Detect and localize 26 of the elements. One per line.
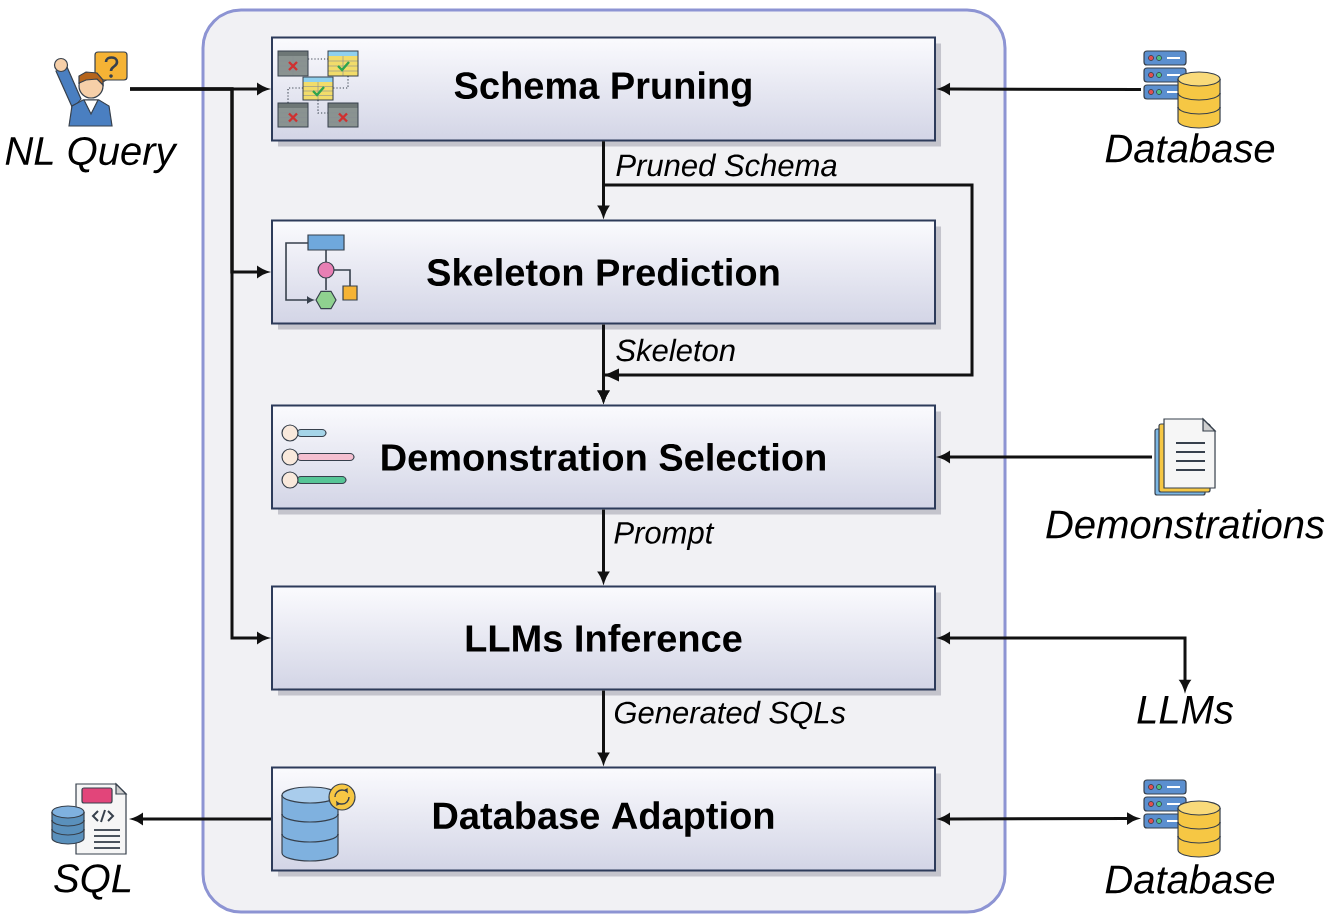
- process-box: Skeleton Prediction: [271, 219, 941, 330]
- arrow: [939, 83, 1141, 95]
- node-label: NL Query: [5, 136, 178, 174]
- process-box: Schema Pruning: [271, 36, 941, 147]
- process-box: LLMs Inference: [271, 585, 941, 696]
- node-label: Database: [1105, 133, 1275, 163]
- edge-label: Pruned Schema: [616, 153, 837, 177]
- arrow: [132, 813, 271, 825]
- arrow: [939, 451, 1152, 463]
- arrow: [598, 509, 609, 583]
- person-question-icon: [53, 51, 128, 127]
- edge-label: Skeleton: [616, 338, 735, 362]
- node-label: Database: [1105, 864, 1275, 894]
- process-box: Demonstration Selection: [271, 404, 941, 515]
- process-box: Database Adaption: [271, 766, 941, 877]
- edge-label: Prompt: [614, 522, 715, 550]
- arrow: [598, 690, 609, 764]
- database-server-icon: [1143, 779, 1221, 858]
- arrow: [598, 324, 609, 402]
- node-label: Demonstrations: [1046, 509, 1325, 539]
- arrow: [939, 632, 1191, 691]
- node-label: SQL: [54, 864, 131, 900]
- node-label: LLMs: [1137, 696, 1234, 724]
- edge-label: Generated SQLs: [614, 700, 846, 730]
- database-server-icon: [1143, 50, 1221, 129]
- arrow: [130, 87, 268, 644]
